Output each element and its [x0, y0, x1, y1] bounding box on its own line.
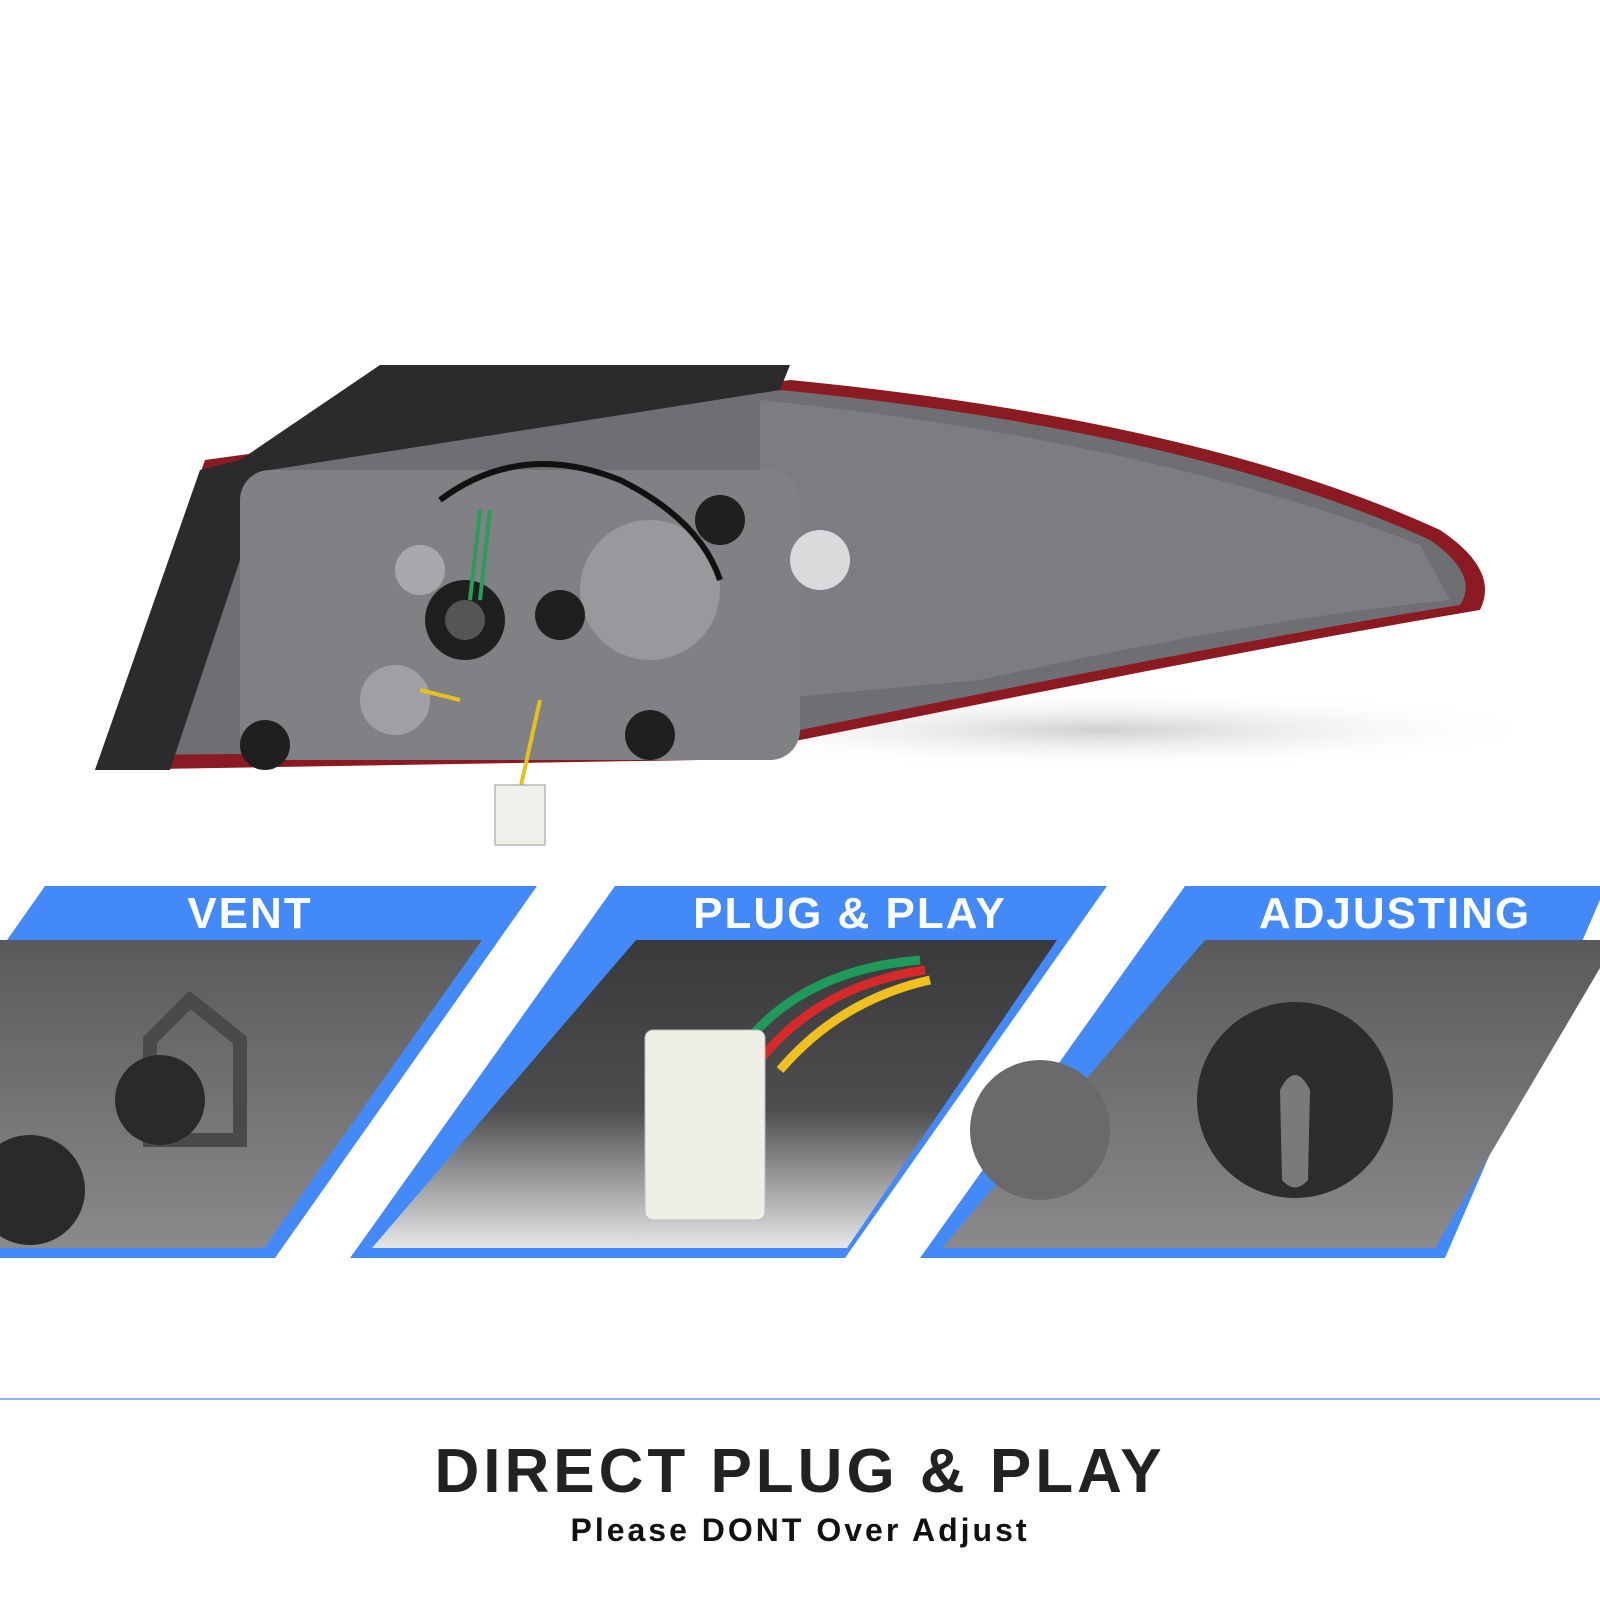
feature-panel-vent [0, 886, 537, 1258]
feature-label-adjusting: ADJUSTING [1258, 889, 1532, 938]
subline: Please DONT Over Adjust [570, 1512, 1030, 1548]
feature-label-plug-and-play: PLUG & PLAY [693, 889, 1007, 938]
divider [0, 1398, 1600, 1400]
feature-label-vent: VENT [187, 889, 313, 938]
feature-panel-adjusting [920, 886, 1600, 1258]
headline: DIRECT PLUG & PLAY [434, 1437, 1166, 1506]
feature-panel-plug [350, 886, 1107, 1258]
tail-light-image [95, 365, 1560, 846]
